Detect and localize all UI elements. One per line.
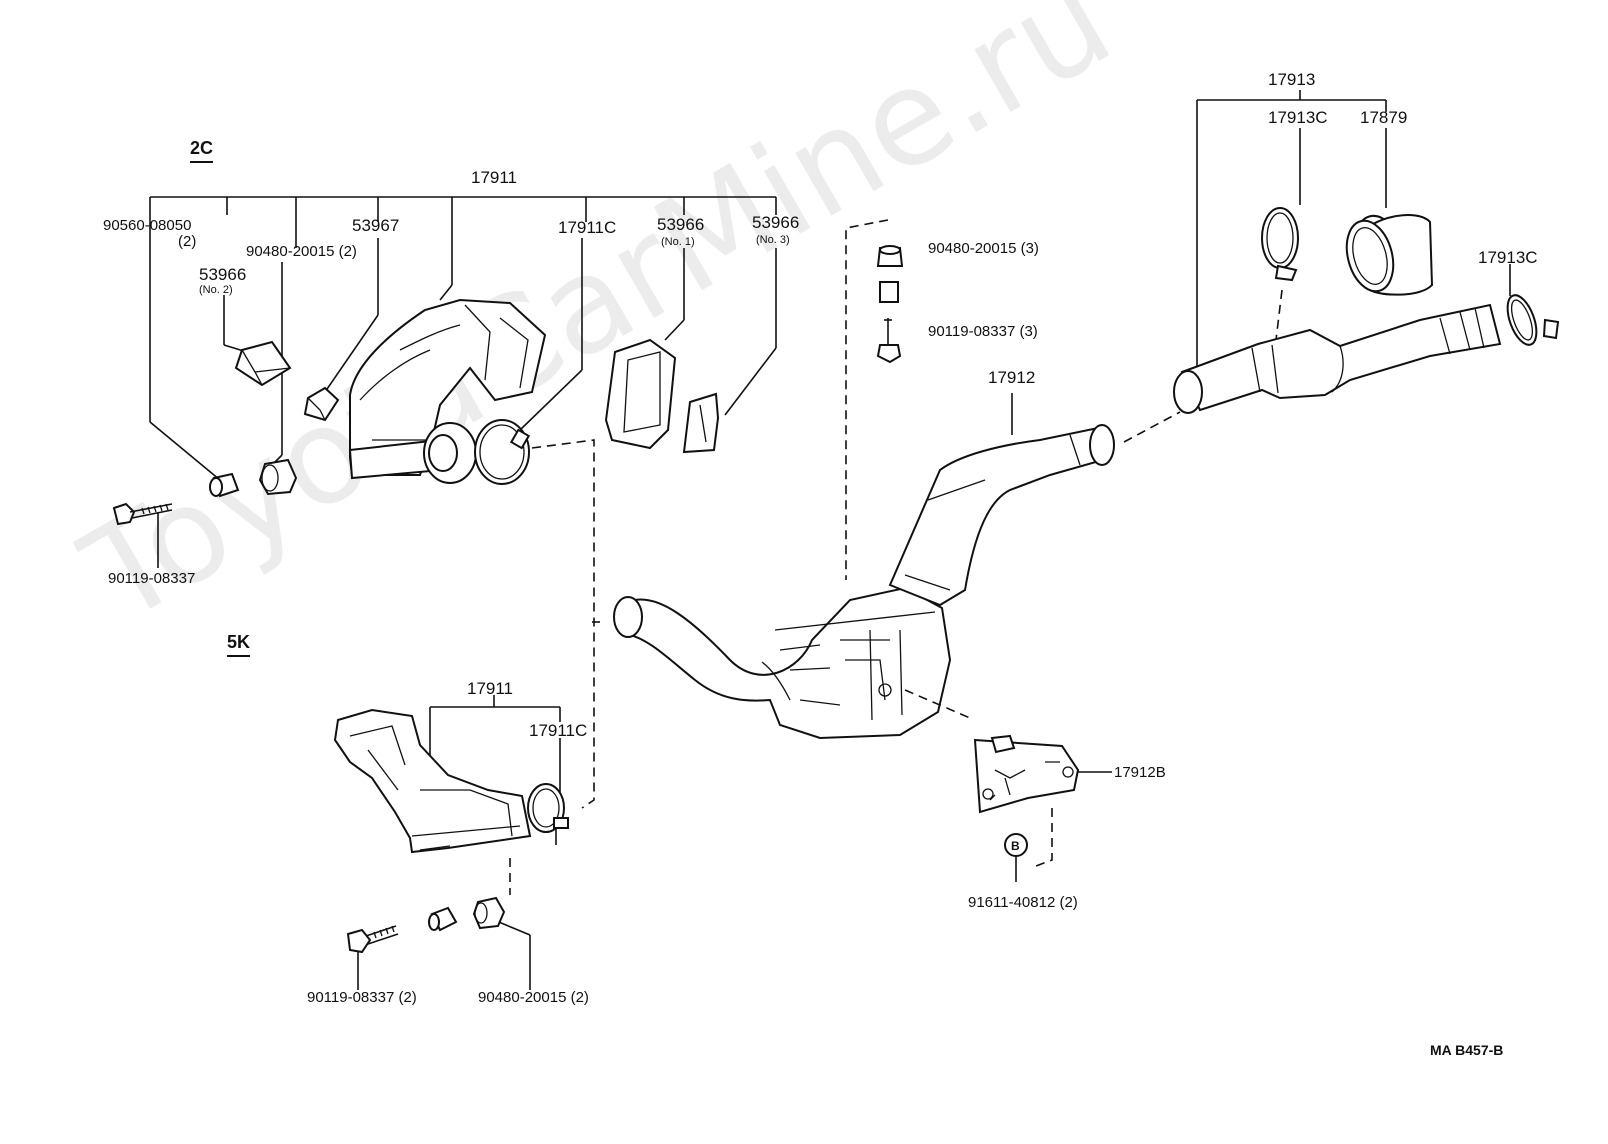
label-90119-08337-upper: 90119-08337: [108, 570, 196, 587]
pad-53967: [303, 386, 340, 422]
label-17912: 17912: [988, 368, 1036, 387]
hose-clamp-17913c-top: [1261, 207, 1299, 341]
upper-intake-hose: [348, 298, 547, 484]
label-17911c-lower: 17911C: [529, 721, 588, 740]
label-17911-lower: 17911: [467, 679, 514, 698]
center-hardware: [845, 219, 904, 580]
label-90480-20015-lower: 90480-20015 (2): [478, 989, 589, 1006]
upper-hose-clamp: [474, 419, 531, 485]
bolt-90119-upper: [112, 502, 173, 526]
label-53966-no2-sub: (No. 2): [199, 284, 233, 296]
air-intake-resonator: [613, 411, 1181, 740]
section-5k: 5K: [227, 632, 251, 657]
cushion-90480-lower: [472, 896, 506, 930]
label-17911c-upper: 17911C: [558, 218, 617, 237]
label-17913c-top: 17913C: [1268, 108, 1328, 127]
bolt-mark-b: [1004, 833, 1028, 882]
inlet-pipe-17913: [1173, 303, 1502, 414]
label-90480-20015-upper: 90480-20015 (2): [246, 243, 357, 260]
bolt-90119-lower: [346, 925, 399, 954]
clamp-connector-dashed: [531, 439, 595, 809]
label-90560-qty: (2): [178, 233, 197, 250]
label-90119-08337-lower: 90119-08337 (2): [307, 989, 417, 1006]
label-90119-08337-center: 90119-08337 (3): [928, 323, 1038, 340]
collar-90560: [209, 472, 240, 498]
section-2c: 2C: [190, 138, 214, 163]
label-53966-no3: 53966: [752, 213, 800, 232]
label-17913c-right: 17913C: [1478, 248, 1538, 267]
label-53967: 53967: [352, 216, 400, 235]
bracket-17912b: [973, 734, 1112, 867]
label-90560-08050: 90560-08050: [103, 217, 192, 234]
label-53966-no1: 53966: [657, 215, 705, 234]
collar-lower: [428, 906, 458, 932]
right-leader-lines: [1196, 90, 1511, 375]
lower-hose-clamp: [527, 783, 569, 845]
sleeve-17879: [1345, 214, 1434, 296]
label-53966-no3-sub: (No. 3): [756, 234, 790, 246]
mark-b: B: [1011, 839, 1020, 853]
label-17912b: 17912B: [1114, 764, 1166, 781]
hose-clamp-17913c-right: [1506, 294, 1560, 346]
label-17879: 17879: [1360, 108, 1408, 127]
lower-intake-hose: [333, 708, 532, 854]
label-90480-20015-center: 90480-20015 (3): [928, 240, 1039, 257]
label-17913: 17913: [1268, 70, 1316, 89]
label-53966-no2: 53966: [199, 265, 247, 284]
figure-code: MA B457-B: [1430, 1042, 1504, 1058]
duct-no1-53966: [604, 338, 677, 450]
pad-no2-53966: [234, 340, 292, 387]
pad-no3-53966: [682, 392, 720, 454]
upper-leader-lines: [149, 196, 777, 568]
label-17911-upper: 17911: [471, 168, 518, 187]
label-53966-no1-sub: (No. 1): [661, 236, 695, 248]
label-91611-40812: 91611-40812 (2): [968, 894, 1078, 911]
cushion-90480-upper: [258, 458, 298, 496]
